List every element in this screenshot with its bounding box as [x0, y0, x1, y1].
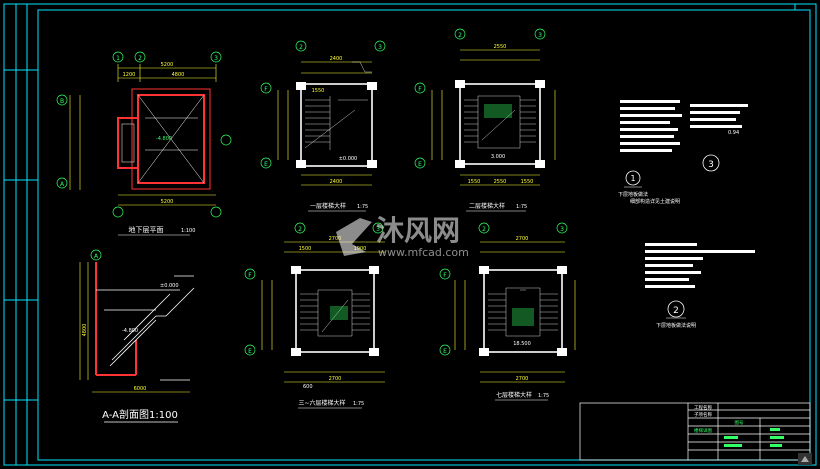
- second-floor-scale: 1:75: [516, 204, 527, 210]
- typical-floor-caption: 三~六层楼梯大样: [298, 399, 345, 407]
- note2-title: 下层地板做法说明: [656, 322, 696, 329]
- level-text: -4.800: [122, 328, 138, 334]
- note3-value: 0.94: [728, 130, 739, 136]
- axis-label: F: [418, 86, 422, 93]
- first-floor-caption: 一层楼梯大样: [310, 202, 346, 210]
- level-text: 3.000: [491, 154, 505, 160]
- dim-text: 2700: [329, 236, 342, 242]
- axis-label: 3: [378, 44, 382, 51]
- axis-label: E: [443, 348, 447, 355]
- top-floor-stair-plan: 2 3 F E 2700 2700 18.500 七层楼梯大样 1:75: [439, 222, 576, 401]
- level-text: ±0.000: [160, 283, 179, 289]
- axis-label: E: [418, 161, 422, 168]
- axis-row-label: B: [60, 98, 64, 105]
- note1-marker-circle: [625, 170, 641, 186]
- level-text: 18.500: [513, 341, 531, 347]
- typical-floor-stair-plan: 2 3 F E 2700 2700 1500 1900 600 三~六层楼梯大样…: [244, 222, 385, 409]
- axis-label: 3: [560, 226, 564, 233]
- basement-plan-caption: 地下层平面: [129, 225, 164, 234]
- axis-label: 2: [299, 44, 303, 51]
- watermark-url: www.mfcad.com: [378, 246, 469, 259]
- dim-text: 1500: [299, 246, 312, 252]
- basement-plan: 1 2 3 B A 5200 1200 4800 5200 -4.800 地下层…: [56, 51, 232, 236]
- axis-label: E: [264, 161, 268, 168]
- dim-text: 2400: [330, 179, 343, 185]
- dim-text: 2700: [516, 376, 529, 382]
- note2-marker-circle: [667, 300, 685, 318]
- note2-marker: 2: [673, 306, 679, 316]
- first-floor-stair-plan: 2 3 F E 2400 2400 1550 ±0.000 一层楼梯大样 1:7…: [260, 40, 386, 212]
- axis-1-label: 1: [116, 55, 120, 62]
- axis-label: 2: [458, 32, 462, 39]
- note1-marker: 1: [630, 174, 635, 183]
- sheet-frame: [3, 3, 817, 466]
- dim-text: 1200: [123, 72, 136, 78]
- note3-marker: 3: [708, 160, 714, 170]
- dim-text: 1550: [312, 88, 325, 94]
- note3-marker-circle: [702, 154, 720, 172]
- axis-label: 3: [376, 226, 380, 233]
- drawing-label: 子项名称: [694, 411, 712, 418]
- level-text: ±0.000: [339, 156, 358, 162]
- axis-label: F: [443, 272, 447, 279]
- axis-label: A: [94, 253, 99, 260]
- project-label: 工程名称: [694, 404, 712, 411]
- dim-text: 5200: [161, 62, 174, 68]
- top-floor-scale: 1:75: [538, 393, 549, 399]
- typical-floor-scale: 1:75: [353, 401, 364, 407]
- axis-row-label: A: [60, 181, 65, 188]
- top-floor-caption: 七层楼梯大样: [496, 391, 532, 399]
- dim-text: 4800: [82, 324, 88, 337]
- title-block: 工程名称 子项名称 楼梯详图 图号: [579, 402, 811, 461]
- drawing-title: 楼梯详图: [694, 427, 712, 434]
- basement-plan-scale: 1:100: [181, 228, 195, 234]
- section-aa: A -4.800 ±0.000 6000 4800 A-A剖面图1:100: [79, 249, 195, 423]
- dim-text: 2550: [494, 179, 507, 185]
- axis-label: F: [248, 272, 252, 279]
- dim-text: 2700: [516, 236, 529, 242]
- dim-text: 5200: [161, 199, 174, 205]
- note1-title: 下层地板做法: [618, 191, 648, 198]
- dim-text: 2700: [329, 376, 342, 382]
- dim-text: 4800: [172, 72, 185, 78]
- dim-text: 1550: [521, 179, 534, 185]
- watermark-logo-icon: [336, 218, 372, 256]
- axis-label: 3: [538, 32, 542, 39]
- notes-area: 0.94 1 下层地板做法 细部构造详见土建说明 3 2 下层地板做法说明: [618, 100, 755, 329]
- watermark: 沐风网 www.mfcad.com: [336, 214, 469, 259]
- section-aa-caption: A-A剖面图1:100: [102, 408, 178, 421]
- axis-label: 2: [298, 226, 302, 233]
- level-text: 600: [303, 384, 313, 390]
- first-floor-scale: 1:75: [357, 204, 368, 210]
- axis-label: F: [264, 86, 268, 93]
- level-text: -4.800: [156, 136, 172, 142]
- axis-2-label: 2: [138, 55, 142, 62]
- watermark-brand: 沐风网: [376, 214, 460, 247]
- dim-text: 2400: [330, 56, 343, 62]
- dim-text: 1550: [468, 179, 481, 185]
- second-floor-stair-plan: 2 3 F E 2550 2550 1550 1550 3.000 二层楼梯大样…: [414, 28, 556, 212]
- axis-label: 2: [482, 226, 486, 233]
- sheet-label: 图号: [735, 420, 744, 426]
- corner-badge-icon: [798, 453, 812, 465]
- dim-text: 6000: [134, 386, 147, 392]
- note1-sub: 细部构造详见土建说明: [630, 198, 680, 205]
- second-floor-caption: 二层楼梯大样: [469, 202, 505, 210]
- axis-label: E: [248, 348, 252, 355]
- axis-3-label: 3: [214, 55, 218, 62]
- dim-text: 2550: [494, 44, 507, 50]
